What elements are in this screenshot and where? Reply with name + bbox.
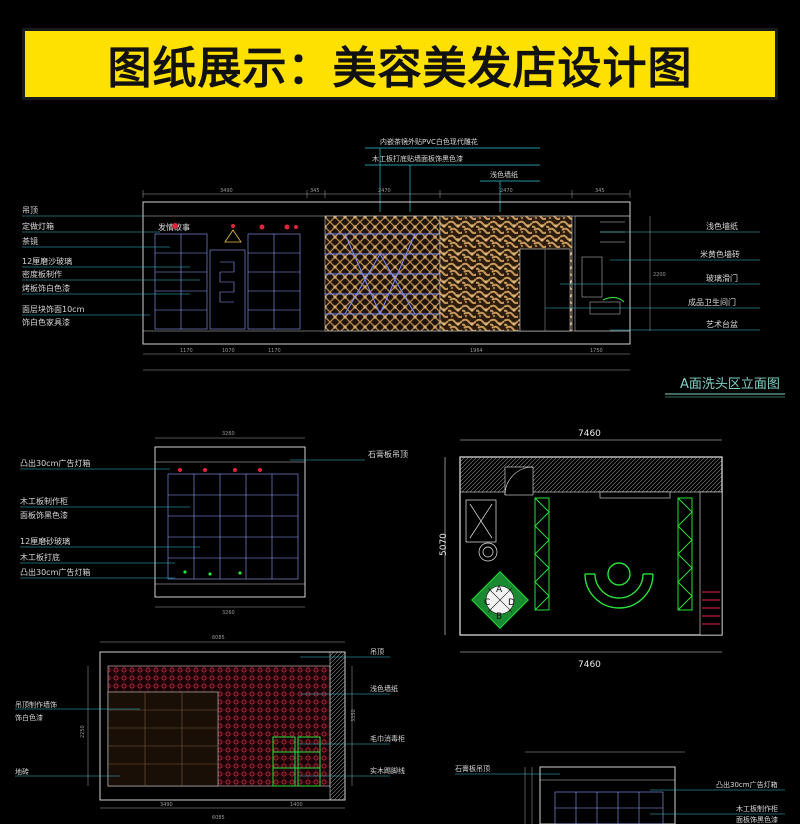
elev-a-dim-bottom-5: 1750 [590,348,603,354]
elev-b-right-label-1: 石膏板吊顶 [368,449,408,459]
elev-b-label-6: 凸出30cm广告灯箱 [20,567,90,577]
elev-b-shelving [167,473,299,580]
elev-c-right-label-3: 毛巾消毒柜 [370,734,405,743]
elev-a-shelving [154,233,301,330]
plan-width-top: 7460 [578,429,601,439]
elev-a-right-leaders [545,231,760,331]
elev-c-height-dim-1: 2250 [80,725,86,738]
elev-c-right-label-1: 吊顶 [370,648,384,656]
plan-green-shelf-1 [534,497,550,611]
elev-b-label-4: 12厘磨砂玻璃 [20,536,70,546]
elev-a-left-label-3: 茶镜 [22,236,38,246]
elev-a-basin-area [574,215,631,332]
plan-reception-desk [584,562,654,609]
elev-a-left-label-8: 饰白色家具漆 [22,317,70,327]
elev-a-dim-top-2: 345 [310,188,320,194]
elev-b-label-2: 木工板制作柜 [20,496,68,506]
elev-c-bottom-dim: 6085 [212,815,225,821]
elev-a-left-label-5: 密度板制作 [22,269,62,279]
elev-a-dim-top-4: 2470 [500,188,513,194]
elev-a-right-label-2: 米黄色墙砖 [700,249,740,259]
floor-plan: 7460 5070 7460 [439,429,723,670]
elev-a-top-leaders [365,147,540,212]
drawing-sheet: 内嵌茶镜外贴PVC白色现代雕花 木工板打底贴墙面板饰黑色漆 浅色墙纸 3490 … [0,122,800,824]
elev-a-height-dim: 2200 [653,272,666,278]
banner-title: 图纸展示：美容美发店设计图 [107,43,693,94]
elev-d-right-label-3: 面板饰黑色漆 [736,815,778,824]
elev-c-right-label-2: 浅色墙纸 [370,684,398,693]
elev-a-dim-bottom-1: 1170 [180,348,193,354]
elev-a-red-items [172,223,298,230]
elev-c-left-label-2: 饰白色漆 [15,713,43,722]
elev-a-left-leaders [22,215,200,316]
plan-view-marker: A B C D [471,571,529,629]
banner-box: 图纸展示：美容美发店设计图 [22,28,778,100]
elev-b-label-1: 凸出30cm广告灯箱 [20,458,90,468]
marker-letter-b: B [496,612,502,622]
marker-letter-c: C [484,598,490,608]
banner: 图纸展示：美容美发店设计图 [0,0,800,122]
elev-b-label-5: 木工板打底 [20,552,60,562]
elevation-d: 石膏板吊顶 凸出30cm广告灯箱 木工板制作柜 面板饰黑色漆 [455,751,785,824]
plan-height: 5070 [439,533,449,556]
elev-a-dim-top-5: 345 [595,188,605,194]
elev-a-left-label-7: 面层块饰面10cm [22,304,85,314]
marker-letter-a: A [496,585,503,595]
elev-c-left-label-1: 吊顶制作墙饰 [15,700,57,709]
elev-a-top-label-3: 浅色墙纸 [490,170,518,179]
elev-d-left-label-1: 石膏板吊顶 [455,764,490,773]
elevation-b: 3260 3260 凸出 [20,431,408,616]
plan-stairs [702,591,720,625]
elev-a-title: A面洗头区立面图 [680,377,780,392]
elev-a-dim-bottom-4: 1964 [470,348,483,354]
elev-a-right-label-4: 成品卫生间门 [688,297,736,307]
elev-d-shelving [554,791,664,824]
elev-c-dim-bottom-1: 3490 [160,802,173,808]
plan-width-bottom: 7460 [578,660,601,670]
elevation-a: 内嵌茶镜外贴PVC白色现代雕花 木工板打底贴墙面板饰黑色漆 浅色墙纸 3490 … [22,137,785,398]
plan-green-shelf-2 [677,497,693,611]
elev-d-right-label-1: 凸出30cm广告灯箱 [716,780,778,789]
elev-a-dim-top-1: 3490 [220,188,233,194]
elev-c-left-label-3: 地砖 [15,767,29,776]
elev-b-bottom-dim: 3260 [222,610,235,616]
elev-a-left-label-4: 12厘磨沙玻璃 [22,256,72,266]
elev-b-top-dim: 3260 [222,431,235,437]
elev-c-dim-bottom-2: 1400 [290,802,303,808]
elev-a-dim-bottom-3: 1170 [268,348,281,354]
elev-b-label-3: 面板饰黑色漆 [20,510,68,520]
elev-c-height-dim-2: 3350 [351,709,357,722]
elev-a-right-label-1: 浅色墙纸 [706,221,738,231]
elev-a-right-label-3: 玻璃滑门 [706,273,738,283]
elev-c-towel-cabinet [272,736,321,787]
elev-c-cabinet [107,691,219,787]
elev-c-leaders [15,656,390,777]
elev-a-left-label-1: 吊顶 [22,206,38,215]
elev-a-left-label-6: 烤板饰白色漆 [22,283,70,293]
cad-drawing: 内嵌茶镜外贴PVC白色现代雕花 木工板打底贴墙面板饰黑色漆 浅色墙纸 3490 … [15,137,785,824]
elev-a-dim-top-3: 2470 [378,188,391,194]
elev-a-dim-bottom-2: 1070 [222,348,235,354]
elev-c-right-label-4: 实木踢脚线 [370,766,405,775]
elev-d-right-label-2: 木工板制作柜 [736,804,778,813]
elev-a-top-label-2: 木工板打底贴墙面板饰黑色漆 [372,154,463,163]
elev-a-left-label-2: 定做灯箱 [22,221,54,231]
elevation-c: 6085 2250 3350 3490 1400 6085 [15,635,405,821]
elev-a-right-label-5: 艺术台盆 [706,319,738,329]
elev-c-top-dim: 6085 [212,635,225,641]
elev-d-leaders [455,773,785,815]
elev-a-top-label-1: 内嵌茶镜外贴PVC白色现代雕花 [380,137,478,146]
plan-wash-chairs [465,499,498,562]
marker-letter-d: D [508,598,515,608]
elev-b-leaders [20,459,365,579]
